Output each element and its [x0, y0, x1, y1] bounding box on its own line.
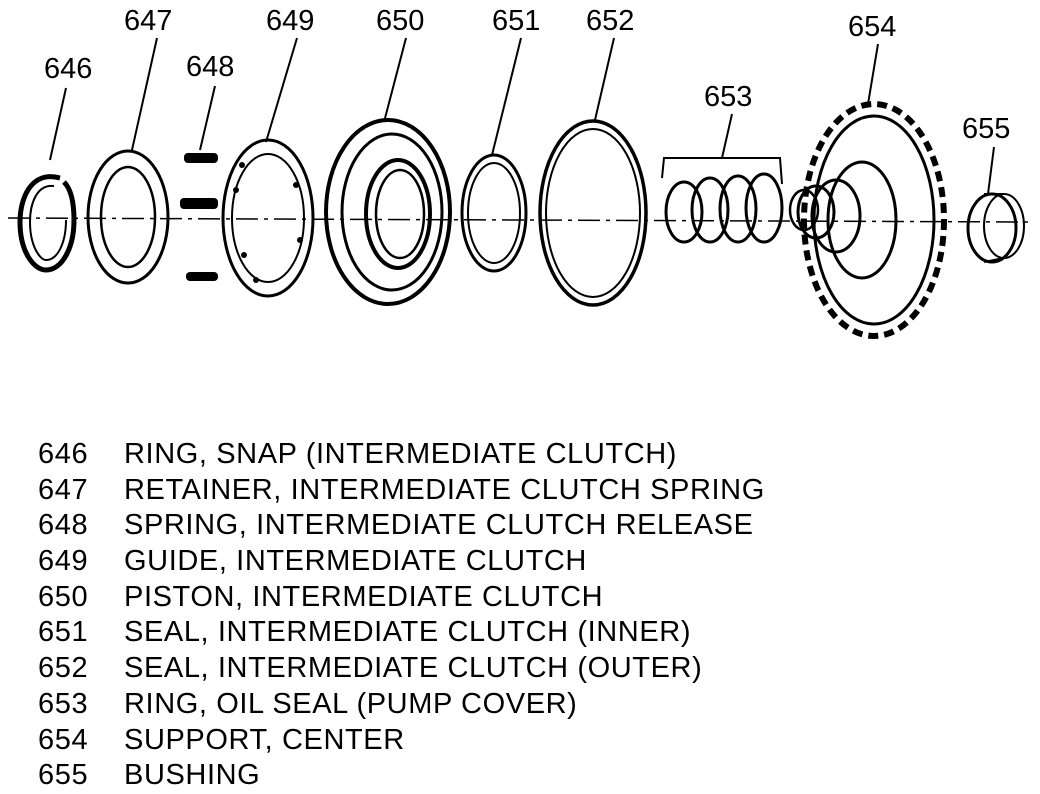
- exploded-diagram: 646 647 648 649 650 651 652 653 654 655: [7, 5, 1031, 339]
- legend-description: RETAINER, INTERMEDIATE CLUTCH SPRING: [124, 473, 765, 506]
- part-653-oil-seal-rings: [661, 157, 784, 244]
- legend-number: 652: [38, 652, 89, 685]
- part-654-center-support: [788, 101, 947, 339]
- legend-number: 648: [38, 509, 89, 542]
- legend-item: 655 BUSHING: [38, 758, 765, 794]
- legend-item: 650 PISTON, INTERMEDIATE CLUTCH: [38, 580, 765, 616]
- part-646-snap-ring: [17, 174, 77, 273]
- legend-number: 653: [38, 687, 89, 720]
- legend-description: RING, OIL SEAL (PUMP COVER): [124, 687, 578, 720]
- legend-description: GUIDE, INTERMEDIATE CLUTCH: [124, 545, 587, 578]
- legend-number: 649: [38, 545, 89, 578]
- part-655-bushing: [966, 192, 1025, 264]
- legend-item: 647 RETAINER, INTERMEDIATE CLUTCH SPRING: [38, 473, 765, 509]
- part-650-piston: [324, 118, 452, 306]
- legend-description: SUPPORT, CENTER: [124, 723, 405, 756]
- callout-652: 652: [586, 5, 634, 37]
- legend-description: PISTON, INTERMEDIATE CLUTCH: [124, 580, 604, 613]
- legend-number: 646: [38, 438, 89, 470]
- legend-item: 654 SUPPORT, CENTER: [38, 723, 765, 759]
- legend-item: 653 RING, OIL SEAL (PUMP COVER): [38, 687, 765, 723]
- callout-648: 648: [186, 51, 234, 83]
- callout-646: 646: [44, 53, 92, 85]
- legend-item: 648 SPRING, INTERMEDIATE CLUTCH RELEASE: [38, 508, 765, 544]
- part-647-retainer: [86, 149, 170, 285]
- legend-item: 649 GUIDE, INTERMEDIATE CLUTCH: [38, 544, 765, 580]
- part-649-guide: [221, 138, 315, 298]
- legend-description: SEAL, INTERMEDIATE CLUTCH (INNER): [124, 616, 692, 649]
- legend-number: 654: [38, 723, 89, 756]
- legend-description: RING, SNAP (INTERMEDIATE CLUTCH): [124, 438, 678, 470]
- legend-description: SEAL, INTERMEDIATE CLUTCH (OUTER): [124, 652, 703, 685]
- legend-number: 647: [38, 473, 89, 506]
- part-651-inner-seal: [460, 153, 528, 273]
- leader-lines: [49, 37, 995, 195]
- legend-number: 651: [38, 616, 89, 649]
- part-648-springs: [180, 153, 218, 281]
- callout-653: 653: [704, 81, 752, 113]
- part-652-outer-seal: [538, 119, 648, 307]
- legend-item: 652 SEAL, INTERMEDIATE CLUTCH (OUTER): [38, 651, 765, 687]
- legend-description: BUSHING: [124, 759, 261, 792]
- legend-item: 651 SEAL, INTERMEDIATE CLUTCH (INNER): [38, 615, 765, 651]
- legend-number: 655: [38, 759, 89, 792]
- callout-651: 651: [492, 5, 540, 37]
- callout-647: 647: [124, 5, 172, 37]
- legend-item: 646 RING, SNAP (INTERMEDIATE CLUTCH): [38, 437, 765, 473]
- callout-654: 654: [848, 11, 896, 43]
- callout-655: 655: [962, 113, 1010, 145]
- legend-number: 650: [38, 580, 89, 613]
- callout-650: 650: [376, 5, 424, 37]
- legend-description: SPRING, INTERMEDIATE CLUTCH RELEASE: [124, 509, 754, 542]
- callout-649: 649: [266, 5, 314, 37]
